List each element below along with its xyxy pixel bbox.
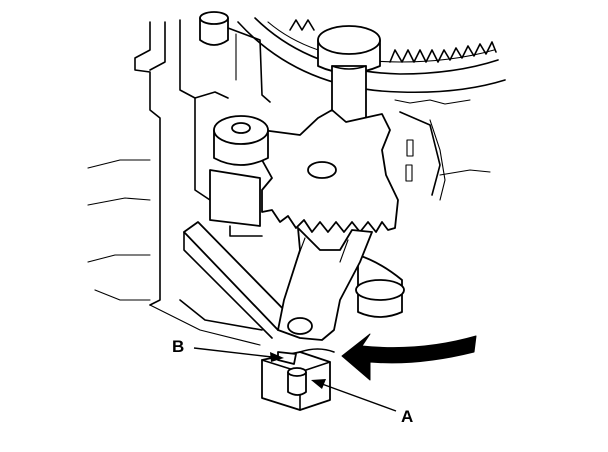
callout-label-b: B [172,337,184,356]
upper-bracket [199,11,271,103]
rotation-arrow-icon [341,333,477,381]
callout-label-a: A [401,407,413,426]
gear-sector [237,17,506,201]
cam-plate [261,109,399,233]
leader-lines [193,347,397,412]
detent-plate [277,227,373,341]
bracket-block [261,348,335,411]
leader-line-b [193,347,284,362]
housing-left [87,19,263,346]
leader-line-a [311,379,397,412]
roller-follower [209,115,269,237]
lever-arm [183,221,293,339]
